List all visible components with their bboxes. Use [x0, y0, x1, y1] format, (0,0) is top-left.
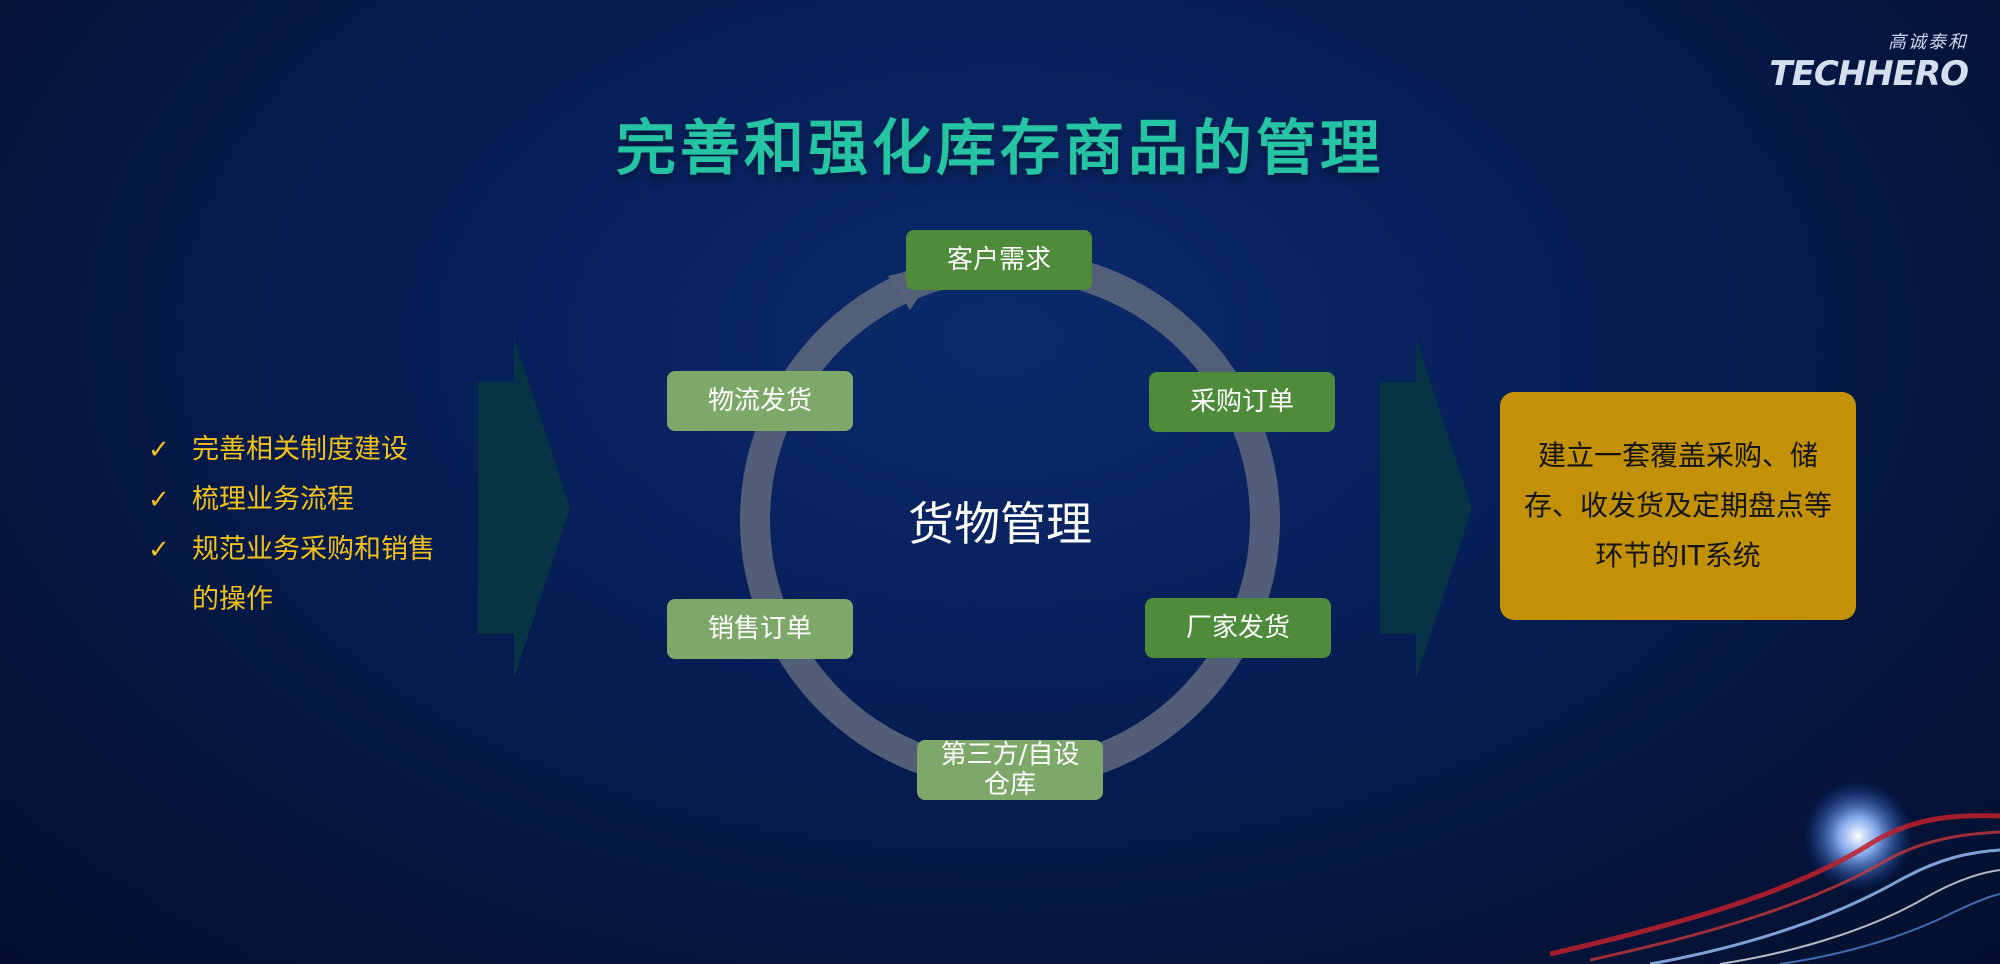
- cycle-node-purchase-order: 采购订单: [1149, 372, 1335, 432]
- check-icon: ✓: [148, 435, 170, 465]
- list-item: ✓ 规范业务采购和销售的操作: [148, 525, 452, 625]
- list-item: ✓ 完善相关制度建设: [148, 425, 452, 475]
- check-icon: ✓: [148, 535, 170, 565]
- logo-en: TECHHERO: [1769, 54, 1969, 94]
- cycle-node-manufacturer-shipment: 厂家发货: [1145, 598, 1331, 658]
- result-box: 建立一套覆盖采购、储存、收发货及定期盘点等环节的IT系统: [1500, 392, 1856, 620]
- list-item-text: 规范业务采购和销售的操作: [192, 534, 435, 615]
- list-item: ✓ 梳理业务流程: [148, 475, 452, 525]
- light-streak-decoration: [1549, 781, 2000, 964]
- logo-cn: 高诚泰和: [1888, 32, 1968, 53]
- slide-title: 完善和强化库存商品的管理: [616, 114, 1384, 184]
- list-item-text: 梳理业务流程: [192, 484, 354, 515]
- cycle-node-warehouse: 第三方/自设仓库: [917, 740, 1103, 800]
- right-arrow-shape: [1380, 338, 1472, 678]
- check-icon: ✓: [148, 485, 170, 515]
- cycle-center-label: 货物管理: [908, 497, 1092, 551]
- cycle-node-sales-order: 销售订单: [667, 599, 853, 659]
- list-item-text: 完善相关制度建设: [192, 434, 408, 465]
- left-arrow-shape: [478, 338, 570, 678]
- logo: 高诚泰和 TECHHERO: [1769, 28, 1969, 94]
- cycle-node-logistics-shipment: 物流发货: [667, 371, 853, 431]
- cycle-node-customer-demand: 客户需求: [906, 230, 1092, 290]
- left-checklist: ✓ 完善相关制度建设 ✓ 梳理业务流程 ✓ 规范业务采购和销售的操作: [148, 425, 452, 625]
